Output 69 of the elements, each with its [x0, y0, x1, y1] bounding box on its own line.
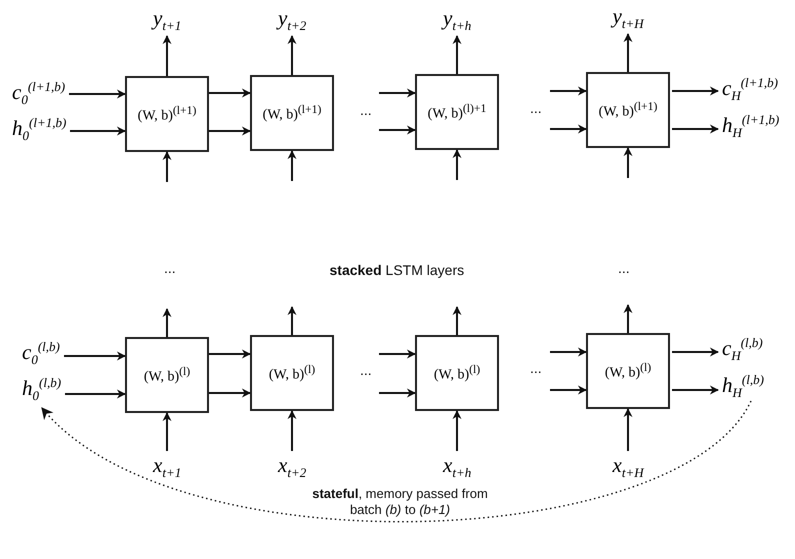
- arrow: [452, 35, 462, 74]
- arrow: [379, 388, 416, 398]
- arrow: [550, 86, 587, 96]
- cell-weights-label: (W, b)$^{(l)}$: [604, 360, 652, 382]
- arrow: [162, 35, 172, 76]
- arrow: [550, 124, 587, 134]
- cell-weights-label: (W, b)$^{(l+1)}$: [262, 102, 322, 124]
- input-label: x$_{t+1}$: [153, 455, 182, 480]
- arrow: [672, 348, 719, 356]
- arrow: [288, 35, 296, 75]
- arrow: [624, 304, 632, 333]
- arrow: [452, 410, 462, 451]
- cell-weights-label: (W, b)$^{(l)}$: [268, 362, 316, 384]
- arrow: [624, 33, 632, 72]
- cell-weights-label: (W, b)$^{(l)}$: [434, 362, 480, 384]
- cell-weights-label: (W, b)$^{(l)+1}$: [428, 102, 486, 122]
- arrow: [550, 348, 587, 356]
- arrow: [209, 126, 251, 136]
- output-label: y$_{t+2}$: [278, 8, 306, 32]
- arrow: [209, 350, 251, 358]
- cell-weights-label: (W, b)$^{(l)}$: [144, 364, 190, 386]
- ellipsis: ...: [360, 362, 372, 378]
- arrow: [69, 90, 126, 98]
- arrow: [209, 88, 251, 98]
- arrow: [379, 88, 416, 98]
- arrow: [209, 388, 251, 398]
- arrow: [672, 386, 719, 394]
- lstm-cell-box: [415, 335, 499, 411]
- arrow: [162, 151, 172, 182]
- edge-label: stateful, memory passed from batch (b) to (b+1): [311, 486, 489, 518]
- input-label: x$_{t+h}$: [443, 455, 472, 480]
- arrow: [452, 306, 462, 335]
- lstm-cell-box: [250, 75, 334, 151]
- input-label: x$_{t+H}$: [612, 455, 644, 480]
- ellipsis: ...: [360, 102, 372, 118]
- lstm-cell-box: [125, 337, 209, 413]
- arrow: [624, 408, 632, 451]
- input-label: x$_{t+2}$: [278, 455, 306, 480]
- ellipsis: ...: [530, 100, 542, 116]
- arrow: [65, 390, 126, 398]
- arrow: [379, 126, 416, 134]
- lstm-cell-box: [586, 333, 670, 409]
- dotted-arrow: [41, 400, 752, 522]
- output-label: y$_{t+1}$: [153, 8, 182, 32]
- arrow: [288, 306, 296, 335]
- arrow: [672, 124, 719, 134]
- lstm-cell-box: [415, 74, 499, 150]
- layer-caption: stacked LSTM layers: [330, 262, 464, 278]
- output-label: y$_{t+H}$: [612, 6, 644, 30]
- lstm-cell-box: [125, 76, 209, 152]
- ellipsis: ...: [164, 260, 176, 276]
- output-label: y$_{t+h}$: [443, 8, 472, 32]
- arrow: [70, 126, 126, 136]
- ellipsis: ...: [530, 360, 542, 376]
- arrow: [288, 150, 296, 181]
- arrow: [162, 308, 172, 337]
- arrow: [672, 86, 719, 96]
- arrow: [64, 352, 126, 360]
- arrow: [379, 350, 416, 358]
- lstm-cell-box: [250, 335, 334, 411]
- cell-weights-label: (W, b)$^{(l+1)}$: [598, 100, 658, 120]
- arrow: [624, 147, 632, 178]
- arrow: [452, 149, 462, 180]
- cell-weights-label: (W, b)$^{(l+1)}$: [138, 104, 196, 124]
- lstm-cell-box: [586, 72, 670, 148]
- arrow: [550, 386, 587, 394]
- ellipsis: ...: [618, 260, 630, 276]
- arrow: [288, 410, 296, 451]
- arrow: [162, 412, 172, 451]
